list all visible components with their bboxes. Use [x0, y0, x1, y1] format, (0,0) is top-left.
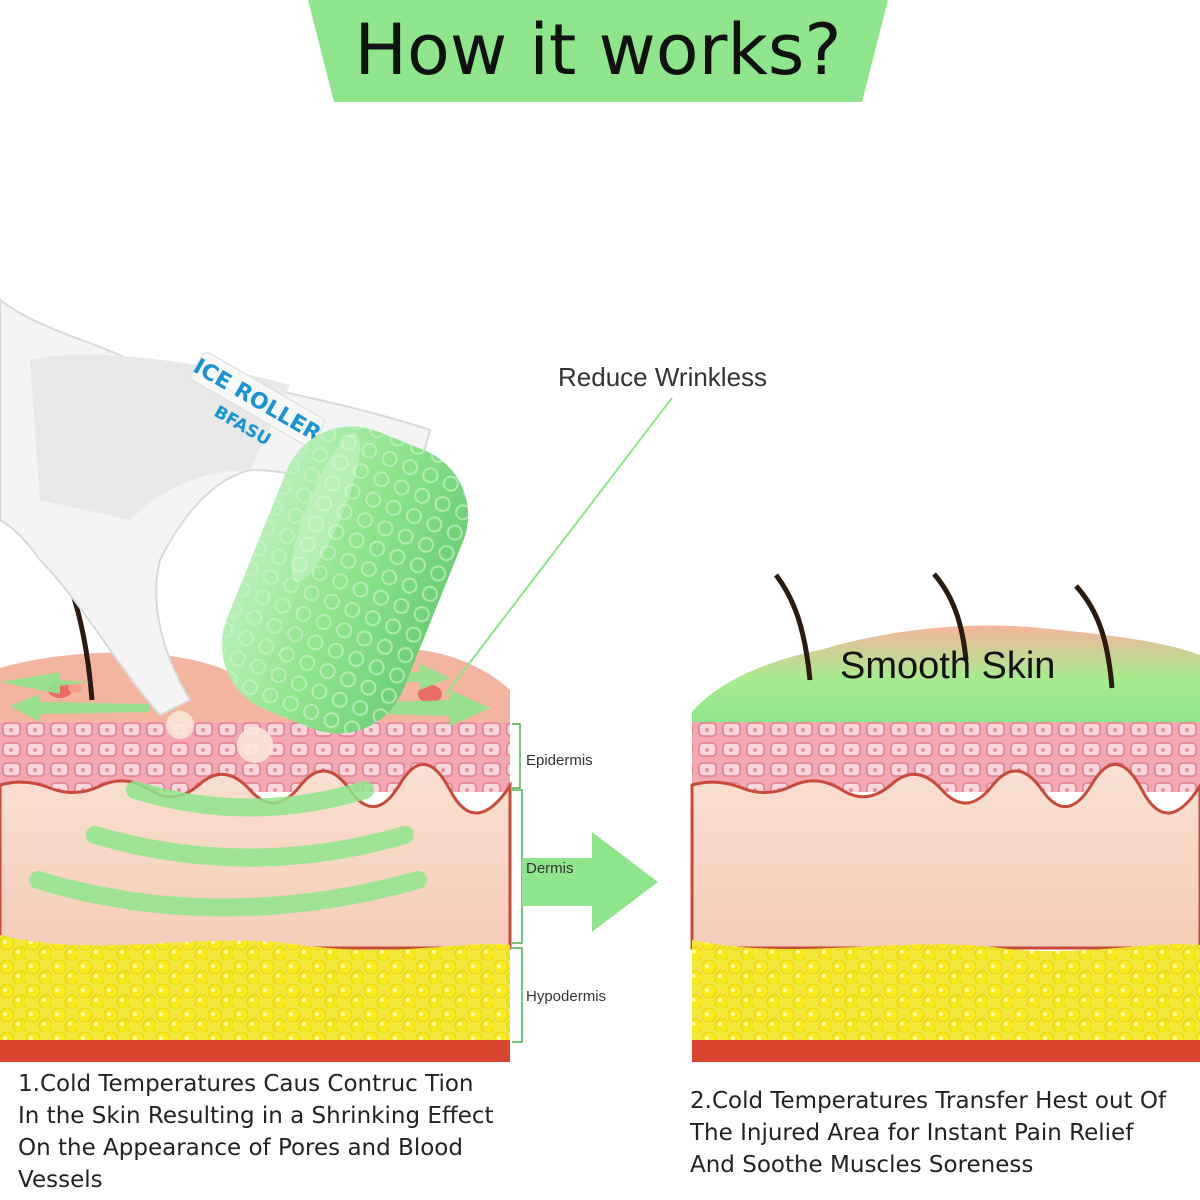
layer-brackets — [512, 723, 523, 1043]
reduce-wrinkles-label: Reduce Wrinkless — [558, 362, 768, 392]
caption-line: 2.Cold Temperatures Transfer Hest out Of — [690, 1088, 1167, 1114]
caption-line: And Soothe Muscles Soreness — [690, 1152, 1034, 1178]
step-2-caption: 2.Cold Temperatures Transfer Hest out Of… — [690, 1085, 1166, 1181]
hair-icon — [774, 573, 813, 681]
step-1-caption: 1.Cold Temperatures Caus Contruc Tion In… — [18, 1068, 494, 1196]
title-banner — [308, 0, 888, 102]
skin-block-after — [690, 572, 1200, 1062]
smooth-skin-label: Smooth Skin — [840, 645, 1056, 687]
caption-line: In the Skin Resulting in a Shrinking Eff… — [18, 1103, 494, 1129]
hair-icon — [1074, 584, 1115, 689]
hair-icon — [932, 572, 969, 661]
caption-line: On the Appearance of Pores and Blood — [18, 1135, 463, 1161]
pointer-line — [444, 397, 673, 696]
caption-line: 1.Cold Temperatures Caus Contruc Tion — [18, 1071, 474, 1097]
hypodermis-label: Hypodermis — [526, 988, 607, 1005]
epidermis-label: Epidermis — [526, 752, 593, 769]
arrow-right-icon — [522, 832, 658, 932]
page-title: How it works? — [354, 9, 842, 91]
caption-line: Vessels — [18, 1167, 103, 1193]
caption-line: The Injured Area for Instant Pain Relief — [690, 1120, 1134, 1146]
dermis-label: Dermis — [526, 860, 574, 877]
cold-wave-icon — [29, 781, 427, 917]
roller-icon: ICE ROLLER BFASU — [0, 298, 469, 763]
